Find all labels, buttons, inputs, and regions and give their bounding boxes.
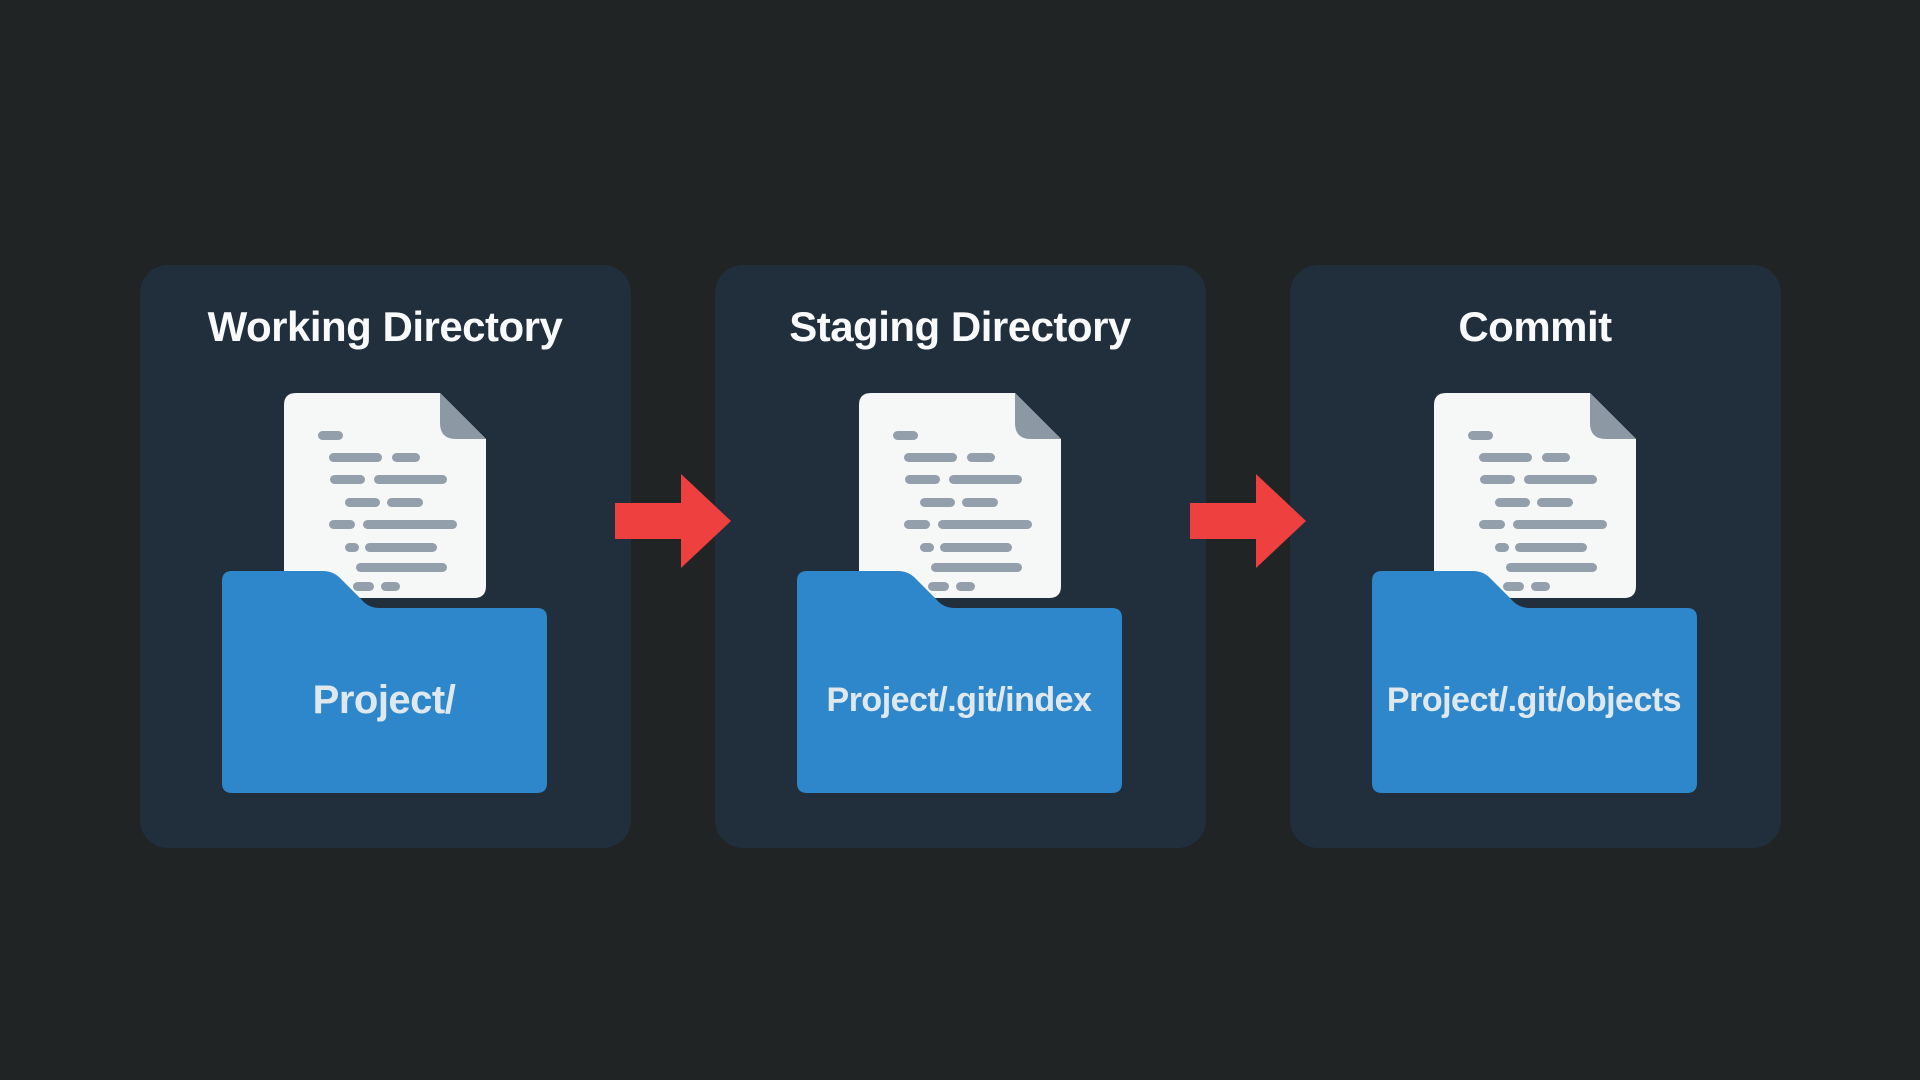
document-icon [858,393,1061,598]
stage-title: Working Directory [207,303,563,350]
folder-label: Project/.git/index [826,681,1092,719]
document-icon [283,393,486,598]
document-icon [1433,393,1636,598]
arrow-slot [614,265,731,848]
folder-icon: Project/.git/objects [1371,571,1697,793]
arrow-right-icon [614,474,731,568]
stage-title: Staging Directory [789,303,1131,350]
stage-panel: Working Directory Project/ [139,265,631,848]
stage-panel: Commit Project/.git/objects [1289,265,1781,848]
git-stages-diagram: Working Directory Project/ [139,265,1781,848]
stage-title: Commit [1458,303,1612,350]
folder-icon: Project/.git/index [796,571,1122,793]
folder-icon: Project/ [221,571,547,793]
folder-label: Project/.git/objects [1386,681,1682,719]
arrow-right-icon [1189,474,1306,568]
folder-label: Project/ [312,678,456,722]
arrow-slot [1189,265,1306,848]
stage-panel: Staging Directory Project/.git/index [714,265,1206,848]
